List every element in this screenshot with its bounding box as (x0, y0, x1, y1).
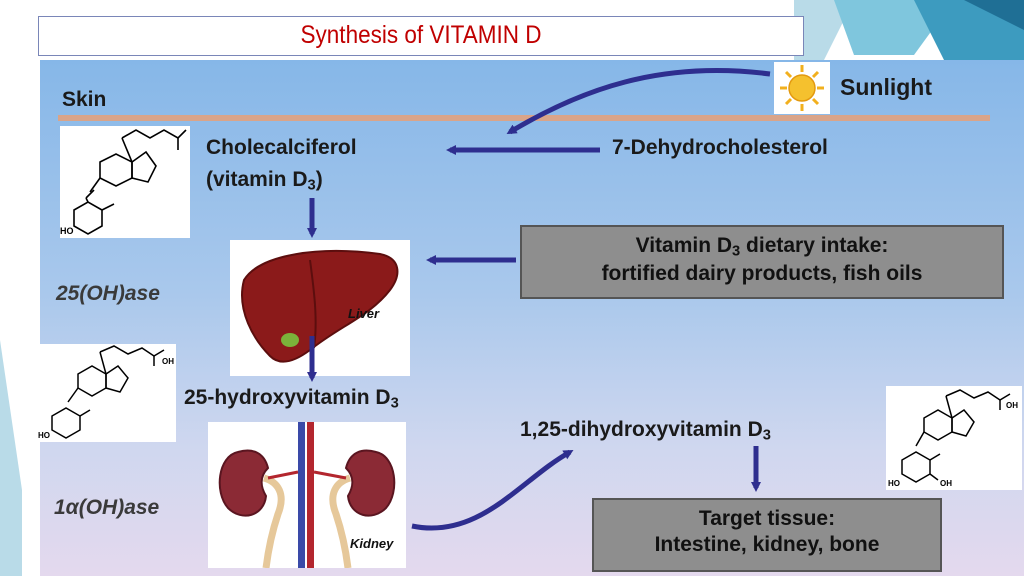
hydroxy25-structure: HO OH (38, 344, 176, 442)
liver-icon: Liver (241, 250, 399, 363)
cholecalciferol-label: Cholecalciferol (206, 136, 357, 159)
molecule-structure-icon: HO OH OH (888, 389, 1018, 488)
mol-ho-label: HO (60, 226, 74, 236)
kidney-image: Kidney (208, 422, 406, 568)
mol-oh-label: OH (1006, 401, 1018, 410)
left-edge-shape (0, 340, 22, 576)
dietary-line-1b: dietary intake: (740, 234, 889, 257)
dietary-line-1: Vitamin D3 dietary intake: (522, 233, 1002, 261)
dietary-line-1a: Vitamin D (635, 234, 733, 257)
hydroxy25-subscript: 3 (390, 395, 399, 412)
dietary-intake-box: Vitamin D3 dietary intake: fortified dai… (520, 225, 1004, 299)
mol-oh-label-2: OH (940, 479, 952, 488)
skin-line (58, 115, 990, 121)
dehydrocholesterol-label: 7-Dehydrocholesterol (612, 136, 828, 159)
dietary-line-2: fortified dairy products, fish oils (601, 262, 923, 286)
target-line-1: Target tissue: (698, 507, 836, 530)
target-line-2: Intestine, kidney, bone (654, 533, 880, 557)
kidney-to-dihydroxy-arrow (411, 449, 574, 531)
left-edge-decoration (0, 340, 22, 576)
target-tissue-box: Target tissue: Intestine, kidney, bone (592, 498, 942, 572)
liver-image: Liver (230, 240, 410, 376)
page-title: Synthesis of VITAMIN D (300, 21, 542, 49)
sunlight-arrow (506, 68, 771, 135)
vitamin-d3-label: (vitamin D3) (206, 168, 323, 194)
mol-ho-label: HO (38, 431, 50, 440)
cholecalciferol-structure: HO (60, 126, 190, 238)
dihydroxy-subscript: 3 (762, 427, 771, 444)
mol-oh-label: OH (162, 357, 174, 366)
skin-label: Skin (62, 88, 107, 111)
oh-ase-1a-label: 1α(OH)ase (54, 496, 160, 519)
dihydroxy-label: 1,25-dihydroxyvitamin D3 (520, 418, 771, 444)
sun-image (774, 62, 830, 114)
kidney-label: Kidney (350, 536, 394, 551)
vitamin-d3-text: (vitamin D (206, 168, 308, 191)
corner-decoration (794, 0, 1024, 60)
diagram-panel: Skin Sunlight (38, 60, 1024, 576)
molecule-structure-icon: HO OH (38, 345, 174, 440)
vitamin-d3-close: ) (315, 168, 323, 191)
vitamin-d3-subscript: 3 (307, 177, 316, 194)
mol-ho-label: HO (888, 479, 900, 488)
liver-label: Liver (348, 306, 380, 321)
dietary-subscript: 3 (732, 243, 741, 260)
molecule-structure-icon: HO (60, 129, 187, 236)
title-box: Synthesis of VITAMIN D (38, 16, 804, 56)
sunlight-label: Sunlight (840, 74, 932, 100)
kidney-icon: Kidney (218, 422, 396, 568)
hydroxy25-label: 25-hydroxyvitamin D3 (184, 386, 399, 412)
dihydroxy-text: 1,25-dihydroxyvitamin D (520, 418, 763, 441)
corner-shapes (794, 0, 1024, 60)
hydroxy25-text: 25-hydroxyvitamin D (184, 386, 391, 409)
oh-ase-25-label: 25(OH)ase (56, 282, 160, 305)
dihydroxy-structure: HO OH OH (886, 386, 1022, 490)
sun-icon (780, 65, 824, 111)
